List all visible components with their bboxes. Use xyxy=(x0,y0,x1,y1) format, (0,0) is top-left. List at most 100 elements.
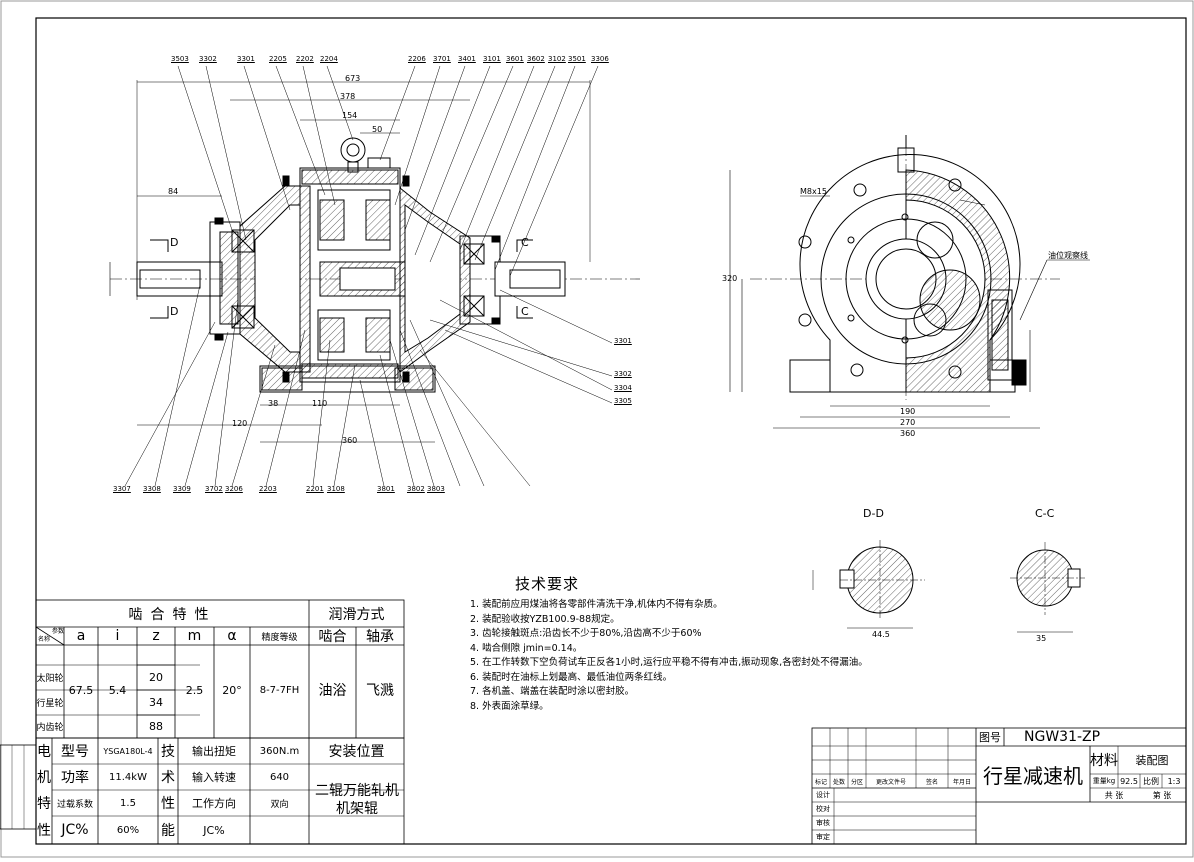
material-value: 装配图 xyxy=(1135,754,1169,767)
dim-d1: 50 xyxy=(372,125,383,134)
section-dd-title: D-D xyxy=(863,507,884,520)
role-2: 审核 xyxy=(816,819,830,827)
motor-v-2: 特 xyxy=(37,796,51,812)
value-z-sun: 20 xyxy=(149,671,163,684)
dim-mid2: 110 xyxy=(312,399,328,408)
dim-d3: 84 xyxy=(168,187,179,196)
motor-value-3: 60% xyxy=(116,824,140,836)
assembly-elevation xyxy=(109,80,640,443)
part-label: 2204 xyxy=(320,55,338,63)
dim-span: 378 xyxy=(340,92,356,101)
tech-requirement-line: 5. 在工作转数下空负荷试车正反各1小时,运行应平稳不得有冲击,振动现象,各密封… xyxy=(470,657,868,668)
motor-v-3: 性 xyxy=(37,823,51,839)
tech-requirement-line: 6. 装配时在油标上划最高、最低油位两条红线。 xyxy=(470,671,673,683)
header-bearing: 轴承 xyxy=(366,629,394,645)
header-precision: 精度等级 xyxy=(261,632,298,643)
motor-value-2: 1.5 xyxy=(120,797,136,809)
title-block-grid xyxy=(811,727,1187,845)
header-z: z xyxy=(152,628,160,644)
drawing-no: NGW31-ZP xyxy=(1024,729,1101,745)
inner-frame xyxy=(35,17,1187,845)
value-precision: 8-7-7FH xyxy=(259,684,300,696)
rev-h-0: 标记 xyxy=(814,778,827,786)
motor-v-1: 机 xyxy=(37,770,51,786)
tech-label-2: 工作方向 xyxy=(192,797,236,810)
motor-label-1: 功率 xyxy=(61,770,89,786)
dim-d2: 154 xyxy=(342,111,358,120)
tech-requirements-title: 技术要求 xyxy=(515,575,580,593)
row-ring: 内齿轮 xyxy=(36,723,64,733)
row-planet: 行星轮 xyxy=(36,699,64,709)
role-1: 校对 xyxy=(816,805,830,813)
scale-value: 1:3 xyxy=(1167,776,1181,786)
note-oil-level: 油位观察线 xyxy=(1048,251,1088,260)
weight-value: 92.5 xyxy=(1120,776,1138,786)
product-name: 行星减速机 xyxy=(983,763,1083,788)
value-m: 2.5 xyxy=(185,683,204,697)
tech-v-2: 性 xyxy=(161,796,175,812)
tech-requirement-line: 1. 装配前应用煤油将各零部件清洗干净,机体内不得有杂质。 xyxy=(470,599,723,610)
part-label: 3304 xyxy=(614,384,632,392)
dim-front-w3: 190 xyxy=(900,407,916,416)
part-label: 3301 xyxy=(614,337,632,345)
part-label: 2203 xyxy=(259,485,277,493)
rev-h-1: 处数 xyxy=(832,778,845,786)
sheet-no: 第 张 xyxy=(1152,790,1172,800)
tech-requirement-line: 2. 装配验收按YZB100.9-88规定。 xyxy=(470,613,620,625)
motor-v-0: 电 xyxy=(37,744,51,760)
rev-h-3: 更改文件号 xyxy=(875,778,906,786)
dim-mid1: 38 xyxy=(268,399,279,408)
rev-h-2: 分区 xyxy=(850,778,863,786)
corner-bottom: 名称 xyxy=(38,636,51,643)
part-label: 3602 xyxy=(527,55,545,63)
part-label: 3302 xyxy=(614,370,632,378)
corner-top: 参数 xyxy=(52,628,65,635)
mesh-table-title: 啮合特性 xyxy=(128,606,217,623)
tech-v-3: 能 xyxy=(161,823,175,839)
tech-requirement-line: 3. 齿轮接触斑点:沿齿长不少于80%,沿齿高不少于60% xyxy=(470,628,702,639)
part-label: 2202 xyxy=(296,55,314,63)
dim-overall-length: 673 xyxy=(345,74,361,83)
part-label: 2201 xyxy=(306,485,324,493)
part-label: 3801 xyxy=(377,485,395,493)
header-mesh: 啮合 xyxy=(318,629,347,645)
weight-label: 重量kg xyxy=(1092,777,1116,785)
motor-label-2: 过载系数 xyxy=(56,799,93,810)
tech-value-2: 双向 xyxy=(270,799,289,810)
part-label: 3803 xyxy=(427,485,445,493)
value-z-ring: 88 xyxy=(149,720,163,733)
tech-value-3 xyxy=(250,816,309,844)
part-label: 3305 xyxy=(614,397,632,405)
value-z-planet: 34 xyxy=(149,696,163,709)
section-dd xyxy=(812,540,925,629)
role-3: 审定 xyxy=(816,833,830,841)
lube-title: 润滑方式 xyxy=(328,606,385,623)
top-leaders xyxy=(177,65,613,404)
marker-d-bottom: D xyxy=(170,305,179,318)
motor-label-3: JC% xyxy=(61,822,89,838)
header-alpha: α xyxy=(227,628,237,644)
part-label: 3308 xyxy=(143,485,161,493)
dim-left-len: 120 xyxy=(232,419,248,428)
part-label: 3306 xyxy=(591,55,609,63)
part-label: 3701 xyxy=(433,55,451,63)
part-label: 3101 xyxy=(483,55,501,63)
tech-label-3: JC% xyxy=(203,823,225,837)
marker-c-bottom: C xyxy=(521,305,529,318)
role-0: 设计 xyxy=(816,791,830,799)
part-label: 3206 xyxy=(225,485,243,493)
rev-h-5: 年月日 xyxy=(952,778,971,786)
tech-requirement-line: 8. 外表面涂草绿。 xyxy=(470,700,549,712)
drawing-no-label: 图号 xyxy=(979,731,1001,744)
tech-v-1: 术 xyxy=(161,770,175,786)
dim-dd: 44.5 xyxy=(872,630,890,639)
tech-label-1: 输入转速 xyxy=(192,771,236,784)
part-label: 3309 xyxy=(173,485,191,493)
install-title: 安装位置 xyxy=(328,744,385,760)
section-cc-title: C-C xyxy=(1035,507,1055,520)
dim-base-len: 360 xyxy=(342,436,358,445)
tech-v-0: 技 xyxy=(161,744,175,760)
